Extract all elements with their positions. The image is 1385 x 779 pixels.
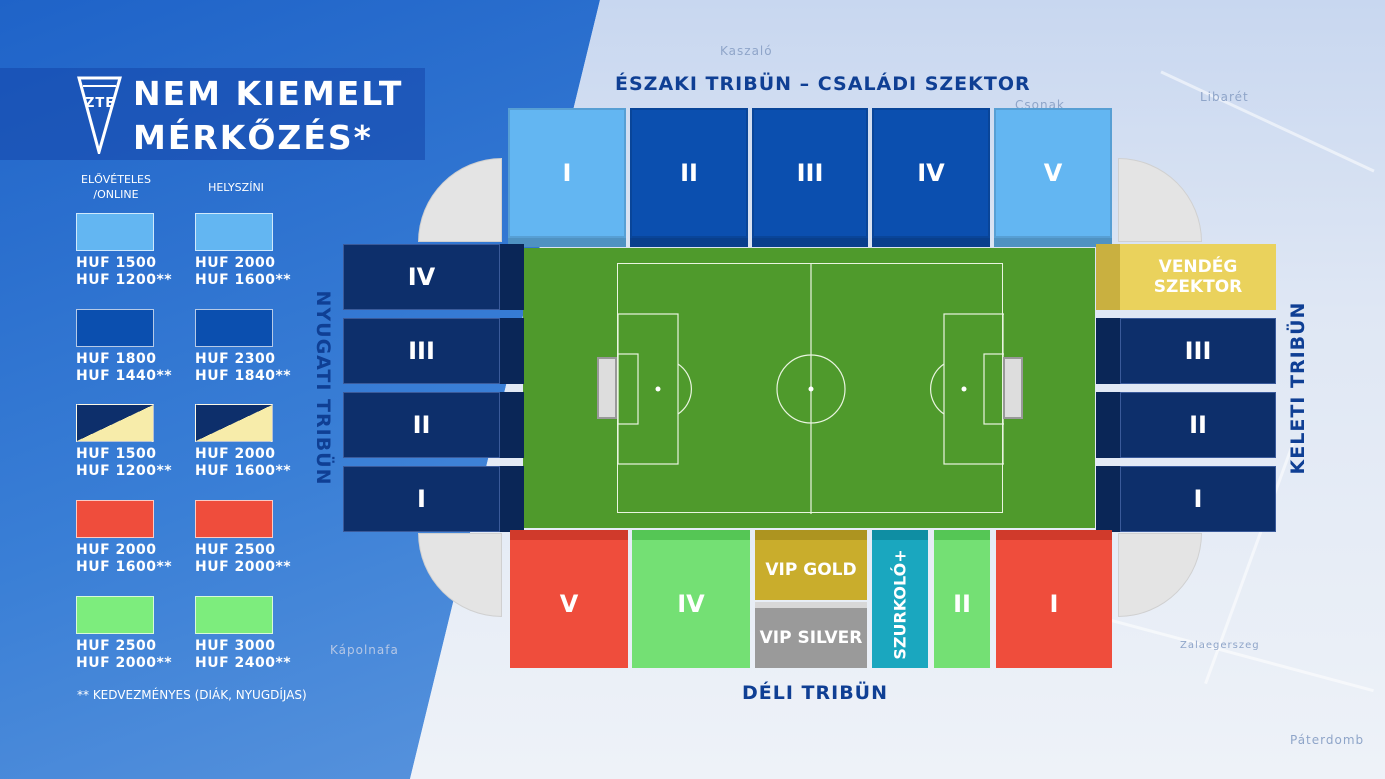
east-sector-iii[interactable]: III bbox=[1120, 318, 1276, 384]
south-vip-gold[interactable]: VIP GOLD bbox=[755, 540, 867, 600]
legend-swatch bbox=[76, 500, 154, 538]
legend-header-onsite: HELYSZÍNI bbox=[208, 181, 264, 194]
map-label: Libarét bbox=[1200, 90, 1249, 104]
legend-price-presale: HUF 1500 HUF 1200** bbox=[76, 446, 173, 479]
legend-swatch bbox=[76, 213, 154, 251]
south-sector-i[interactable]: I bbox=[996, 540, 1112, 668]
west-stand-label: NYUGATI TRIBÜN bbox=[312, 290, 334, 486]
east-stand-label: KELETI TRIBÜN bbox=[1287, 301, 1309, 475]
legend-price-onsite: HUF 2300 HUF 1840** bbox=[195, 351, 292, 384]
east-sector-ii[interactable]: II bbox=[1120, 392, 1276, 458]
page-title: NEM KIEMELT MÉRKŐZÉS* bbox=[133, 74, 404, 157]
legend-swatch bbox=[195, 596, 273, 634]
legend-footnote: ** KEDVEZMÉNYES (DIÁK, NYUGDÍJAS) bbox=[77, 688, 307, 702]
south-sector-iv[interactable]: IV bbox=[632, 540, 750, 668]
legend-price-presale: HUF 1800 HUF 1440** bbox=[76, 351, 173, 384]
south-stand-label: DÉLI TRIBÜN bbox=[742, 682, 889, 704]
club-logo: ZTE bbox=[77, 76, 122, 158]
legend-price-onsite: HUF 2000 HUF 1600** bbox=[195, 255, 292, 288]
goal-left bbox=[597, 357, 617, 419]
legend-price-onsite: HUF 3000 HUF 2400** bbox=[195, 638, 292, 671]
legend-swatch bbox=[195, 404, 273, 442]
legend-price-onsite: HUF 2000 HUF 1600** bbox=[195, 446, 292, 479]
legend-price-presale: HUF 1500 HUF 1200** bbox=[76, 255, 173, 288]
legend-price-onsite: HUF 2500 HUF 2000** bbox=[195, 542, 292, 575]
west-sector-iii[interactable]: III bbox=[343, 318, 500, 384]
east-guest-sector[interactable]: VENDÉG SZEKTOR bbox=[1120, 244, 1276, 310]
south-sector-ii[interactable]: II bbox=[934, 540, 990, 668]
logo-text: ZTE bbox=[85, 96, 116, 111]
north-sector-iii[interactable]: III bbox=[752, 108, 868, 238]
map-label: Páterdomb bbox=[1290, 733, 1365, 747]
legend-price-presale: HUF 2500 HUF 2000** bbox=[76, 638, 173, 671]
south-vip-silver[interactable]: VIP SILVER bbox=[755, 608, 867, 668]
north-sector-iv[interactable]: IV bbox=[872, 108, 990, 238]
north-stand-label: ÉSZAKI TRIBÜN – CSALÁDI SZEKTOR bbox=[615, 73, 1031, 95]
west-sector-i[interactable]: I bbox=[343, 466, 500, 532]
pitch-lines bbox=[617, 263, 1004, 514]
north-sector-ii[interactable]: II bbox=[630, 108, 748, 238]
north-sector-i[interactable]: I bbox=[508, 108, 626, 238]
map-label: Zalaegerszeg bbox=[1180, 640, 1260, 651]
legend-header-presale: ELŐVÉTELES /ONLINE bbox=[81, 173, 151, 201]
west-sector-ii[interactable]: II bbox=[343, 392, 500, 458]
legend-swatch bbox=[76, 309, 154, 347]
south-szurkolo-sector[interactable]: SZURKOLÓ+ bbox=[872, 540, 928, 668]
legend-swatch bbox=[76, 404, 154, 442]
legend-swatch bbox=[195, 213, 273, 251]
title-band bbox=[0, 68, 425, 160]
legend-price-presale: HUF 2000 HUF 1600** bbox=[76, 542, 173, 575]
goal-right bbox=[1003, 357, 1023, 419]
map-label: Kaszaló bbox=[720, 44, 773, 58]
legend-swatch bbox=[195, 500, 273, 538]
east-sector-i[interactable]: I bbox=[1120, 466, 1276, 532]
map-label: Kápolnafa bbox=[330, 643, 399, 657]
south-sector-v[interactable]: V bbox=[510, 540, 628, 668]
corner-sw bbox=[418, 533, 502, 617]
north-sector-v[interactable]: V bbox=[994, 108, 1112, 238]
west-sector-iv[interactable]: IV bbox=[343, 244, 500, 310]
south-szurkolo-label: SZURKOLÓ+ bbox=[890, 548, 910, 660]
legend-swatch bbox=[195, 309, 273, 347]
legend-swatch bbox=[76, 596, 154, 634]
